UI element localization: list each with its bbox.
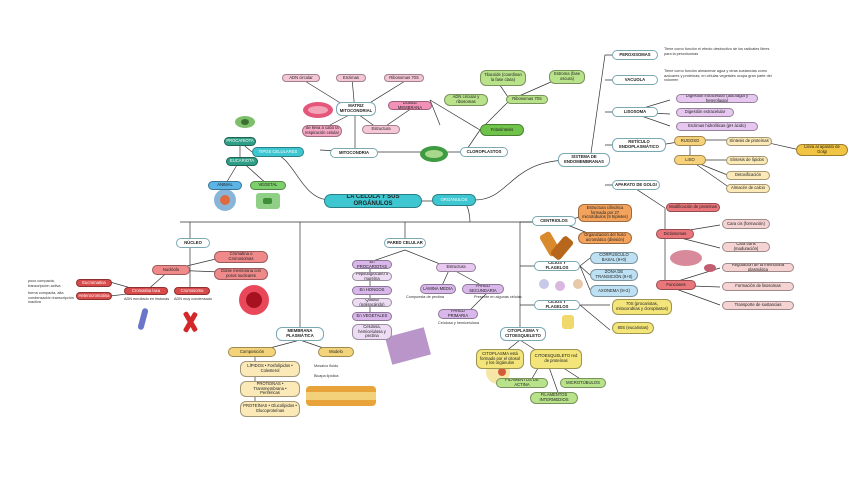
- node-ribosomas70: Ribosomas 70S: [384, 74, 424, 82]
- node-dictio: Dictiosomas: [656, 229, 694, 239]
- node-intermedios: FILAMENTOS INTERMEDIOS: [530, 392, 578, 404]
- node-funciones: Funciones: [656, 280, 696, 290]
- node-vegetales: En VEGETALES: [352, 312, 392, 321]
- node-composicion: Composición: [228, 347, 276, 357]
- node-tipos: TIPOS CELULARES: [252, 147, 304, 157]
- node-lipidos: LÍPIDOS • Fosfolípidos • Colesterol: [240, 361, 300, 377]
- node-corp-basal: CORPÚSCULO BASAL (9+0): [590, 252, 638, 264]
- node-hongos: En HONGOS: [352, 286, 392, 295]
- node-primaria: PARED PRIMARIA: [438, 309, 478, 319]
- node-f2: Formación de lisosomas: [722, 282, 794, 291]
- node-reticulo: RETÍCULO ENDOPLASMÁTICO: [612, 138, 666, 152]
- node-resp: Se lleva a cabo la respiración celular: [302, 125, 342, 137]
- node-eucariota: EUCARIOTA: [226, 157, 258, 166]
- note-n-secund: Presente en algunas células: [474, 295, 522, 299]
- node-procariotas-p: En PROCARIOTAS: [352, 260, 392, 269]
- node-dig-ext: Digestión extracelular: [676, 108, 734, 117]
- node-matriz: MATRIZ MITOCONDRIAL: [336, 102, 376, 116]
- node-f1: Regulación de la membrana plasmática: [722, 263, 794, 272]
- node-laminamedia: LÁMINA MEDIA: [420, 284, 456, 294]
- node-cis: Cara cis (formación): [722, 219, 770, 229]
- node-cromosoma: Cromosoma: [174, 287, 210, 295]
- node-proteinas2: PROTEÍNAS • Glucolípidos • Glucoproteína…: [240, 401, 300, 417]
- note-n-lamina: Compuesta de pectina: [406, 295, 444, 299]
- node-axonema: AXONEMA (9+2): [590, 285, 638, 297]
- note-n-primaria: Celulosa y hemicelulosa: [438, 321, 479, 325]
- node-r80: 80S (eucariotas): [612, 322, 654, 334]
- node-adn-circular: ADN circular: [282, 74, 320, 82]
- node-lisosoma: LISOSOMA: [612, 107, 658, 117]
- node-eucromatina: Eucromatina: [76, 279, 112, 287]
- node-trans: Cara trans (maduración): [722, 242, 770, 252]
- node-cromatina: Cromatina o Cromosomas: [214, 251, 268, 263]
- node-citoesq: CITOESQUELETO red de proteínas: [530, 349, 582, 369]
- node-vegetal: VEGETAL: [250, 181, 286, 190]
- node-celulosa: Celulosa, hemicelulosa y pectina: [352, 324, 392, 340]
- node-cloroplasto: CLOROPLASTOS: [460, 147, 508, 157]
- node-nucleo: NÚCLEO: [176, 238, 210, 248]
- node-r70: 70S (procariotas, mitocondrias y cloropl…: [612, 299, 672, 315]
- node-quitina: Quitina (polisacárido): [352, 298, 392, 307]
- node-mitocondria: MITOCONDRIA: [330, 148, 378, 158]
- note-n-vacuola: Tiene como función almacenar agua y otra…: [664, 69, 772, 83]
- node-modelo: Modelo: [318, 347, 354, 357]
- node-enzimas: Enzimas: [336, 74, 366, 82]
- node-rib70-c: Ribosomas 70S: [506, 95, 548, 104]
- node-citoplasma: CITOPLASMA Y CITOESQUELETO: [500, 327, 546, 341]
- node-centriolos: CENTRIOLOS: [532, 216, 576, 226]
- node-vacuola: VACUOLA: [612, 75, 658, 85]
- node-animal: ANIMAL: [208, 181, 242, 190]
- node-secundaria: PARED SECUNDARIA: [462, 284, 504, 294]
- node-sist-endo: SISTEMA DE ENDOMEMBRANAS: [558, 153, 610, 167]
- node-adn-cir-c: ADN circular y ribosomas: [444, 94, 488, 106]
- node-pepti: Peptidoglucano o mureína: [352, 272, 392, 281]
- node-golgi: APARATO DE GOLGI: [612, 180, 660, 190]
- node-estructura: Estructura: [436, 263, 476, 272]
- note-n-adn: ADN enrollado en histonas: [124, 297, 170, 301]
- node-cent-func: Organización del huso acromático (divisi…: [578, 232, 632, 244]
- node-lleva-golgi: Lleva al aparato de Golgi: [796, 144, 848, 156]
- node-tilacoide: Tilacoide (coordinan la fase clara): [480, 70, 526, 86]
- note-n-procar: poco compacta, transcripción activa: [28, 279, 61, 288]
- node-estroma-m: Estructura: [362, 125, 400, 134]
- node-ribosomas: CILIOS Y FLAGELOS: [534, 300, 580, 310]
- node-cilios: CILIOS Y FLAGELOS: [534, 261, 580, 271]
- node-heterocrom: Heterocromatina: [76, 292, 112, 300]
- node-pared: PARED CELULAR: [384, 238, 426, 248]
- note-n-modelo2: Bicapa lipídica: [314, 374, 339, 378]
- node-liso: LISO: [674, 155, 706, 165]
- node-nucleolo: Nucléolo: [152, 265, 190, 275]
- node-procariota: PROCARIOTA: [224, 137, 256, 146]
- node-sint-prot: Síntesis de proteínas: [726, 137, 772, 146]
- node-estroma: Estroma (fase oscura): [549, 70, 585, 84]
- node-title: LA CÉLULA Y SUS ORGÁNULOS: [324, 194, 422, 208]
- note-n-crom: ADN muy condensado: [174, 297, 212, 301]
- node-dig-int: Digestión intracelular (autofagia y hete…: [676, 94, 758, 103]
- node-citosol: CITOPLASMA está formado por el citosol y…: [476, 349, 524, 369]
- note-n-eucar: forma compacta, alta condensación transc…: [28, 291, 74, 305]
- note-n-perox: Tiene como función el efecto destructivo…: [664, 47, 770, 56]
- node-microtub: MICROTÚBULOS: [560, 378, 606, 388]
- node-rugoso: RUGOSO: [674, 136, 706, 146]
- node-fotosint: Fotosíntesis: [480, 124, 524, 136]
- node-f3: Transporte de sustancias: [722, 301, 794, 310]
- node-sint-lip: Síntesis de lípidos: [726, 156, 768, 165]
- node-membrana: MEMBRANA PLASMÁTICA: [276, 327, 324, 341]
- node-peroxisomas: PEROXISOMAS: [612, 50, 658, 60]
- node-organulos: ORGÁNULOS: [432, 194, 476, 206]
- node-golgi-func: Modificación de proteínas: [666, 203, 720, 212]
- node-enzimas-lis: Enzimas hidrolíticas (pH ácido): [676, 122, 758, 131]
- node-detox: Detoxificación: [726, 171, 770, 180]
- node-proteinas: PROTEÍNAS • Transmembrana • Periféricas: [240, 381, 300, 397]
- node-calcio: Almacén de calcio: [726, 184, 770, 193]
- node-actina: FILAMENTOS DE ACTINA: [496, 378, 548, 388]
- note-n-modelo1: Mosaico fluido: [314, 364, 339, 368]
- node-cromatina2: Cromatina laxa: [124, 287, 168, 295]
- node-cent-form: Estructura cilíndrica formada por 27 mic…: [578, 204, 632, 222]
- node-doble-mem: DOBLE MEMBRANA: [388, 101, 432, 110]
- node-zona-trans: ZONA DE TRANSICIÓN (9+0): [590, 269, 638, 281]
- node-env-nuc: Doble membrana con poros nucleares: [214, 268, 268, 280]
